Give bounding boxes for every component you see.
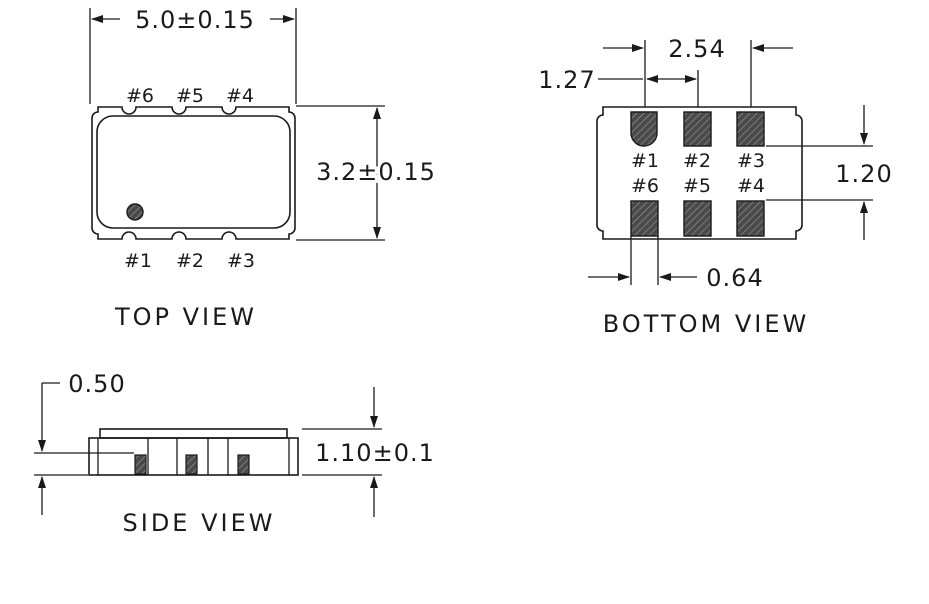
side-view-body	[88, 437, 299, 476]
pad-width-dim: 0.64	[706, 264, 763, 292]
lower-pin-label: #4	[737, 175, 765, 197]
pad-2	[683, 111, 712, 147]
top-view: 5.0±0.15 3.2±0.15 #6 #5 #4 #1 #2 #3 TOP …	[89, 6, 438, 331]
lower-pin-label: #6	[631, 175, 659, 197]
row-gap-dim: 1.20	[835, 160, 892, 188]
upper-pin-label: #1	[631, 150, 659, 172]
bottom-view-package-outline	[596, 106, 803, 240]
side-view-lid	[99, 428, 288, 439]
pad-4	[736, 200, 765, 237]
lower-pin-label: #5	[683, 175, 711, 197]
pad-5	[683, 200, 712, 237]
bottom-view-title: BOTTOM VIEW	[603, 310, 809, 338]
bottom-pin-label: #2	[176, 250, 204, 272]
side-terminal	[185, 454, 198, 475]
bottom-pin-label: #3	[227, 250, 255, 272]
top-view-lid	[96, 115, 291, 229]
pad-1	[630, 111, 658, 147]
side-terminal	[134, 454, 147, 475]
pad-3	[736, 111, 765, 147]
side-height-dim: 1.10±0.1	[315, 439, 435, 467]
pin1-marker-dot	[126, 203, 144, 221]
bottom-pin-label: #1	[124, 250, 152, 272]
top-view-package-outline	[91, 106, 296, 240]
pitch-dim: 2.54	[668, 35, 725, 63]
top-pin-label: #4	[226, 85, 254, 107]
top-view-width-dim: 5.0±0.15	[135, 6, 255, 34]
side-view: 0.50 1.10±0.1 SIDE VIEW	[34, 370, 437, 537]
top-pin-label: #5	[176, 85, 204, 107]
pad-6	[630, 200, 659, 237]
side-terminal	[237, 454, 250, 475]
standoff-dim: 0.50	[68, 370, 125, 398]
bottom-view: #1 #2 #3 #6 #5 #4 2.54 1.27 1.20	[538, 35, 892, 338]
top-view-title: TOP VIEW	[114, 303, 257, 331]
upper-pin-label: #3	[737, 150, 765, 172]
side-view-title: SIDE VIEW	[123, 509, 276, 537]
half-pitch-dim: 1.27	[538, 66, 595, 94]
top-view-height-dim: 3.2±0.15	[316, 158, 436, 186]
top-pin-label: #6	[126, 85, 154, 107]
upper-pin-label: #2	[683, 150, 711, 172]
